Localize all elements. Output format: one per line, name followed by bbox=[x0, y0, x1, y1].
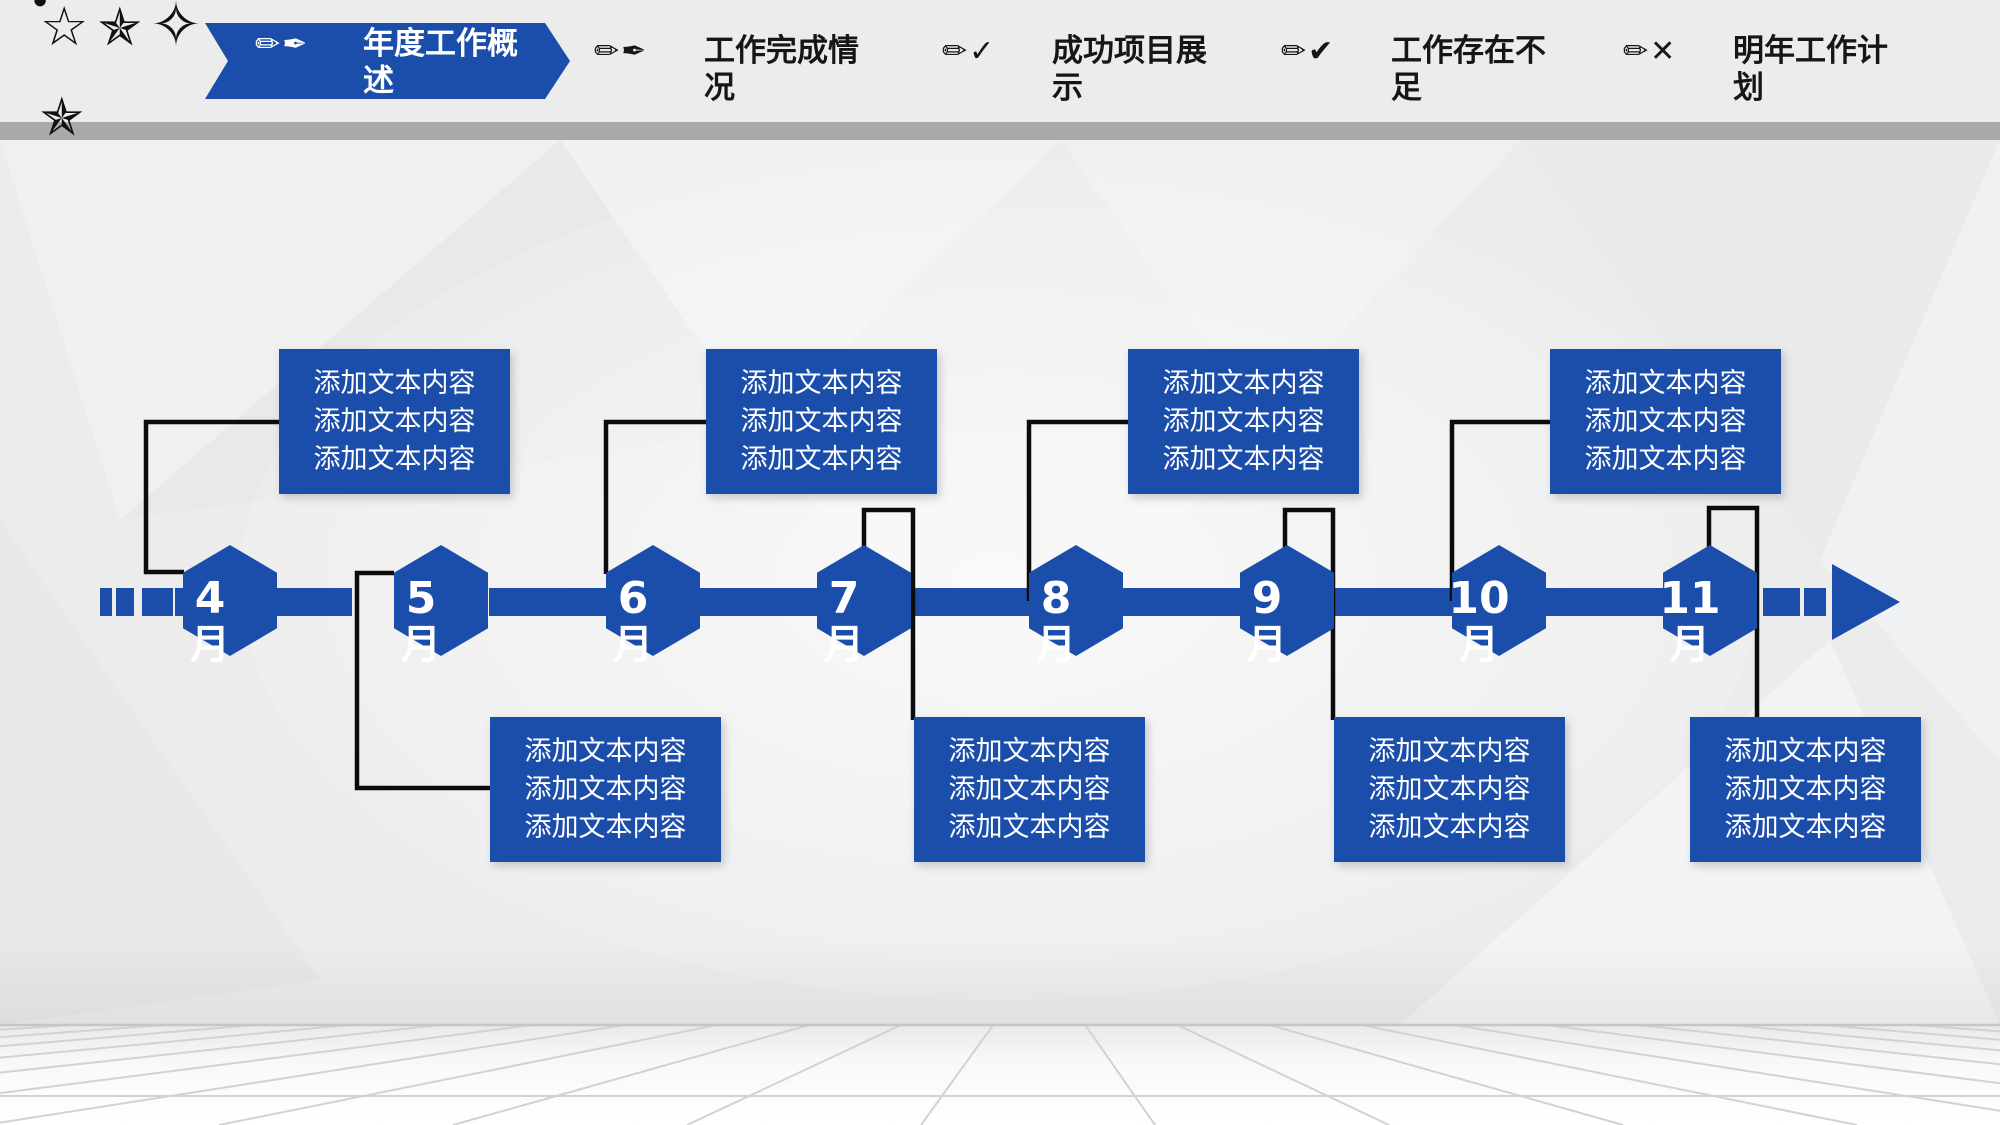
tab-work-completion[interactable]: ✏✒ 工作完成情况 bbox=[594, 33, 874, 106]
note-box: 添加文本内容添加文本内容添加文本内容 bbox=[706, 349, 937, 494]
month-unit: 月 bbox=[824, 622, 864, 668]
note-text: 添加文本内容 bbox=[948, 811, 1111, 843]
tab-project-showcase[interactable]: ✏✓ 成功项目展示 bbox=[942, 33, 1222, 106]
month-unit: 月 bbox=[401, 622, 441, 668]
note-text: 添加文本内容 bbox=[524, 811, 687, 843]
month-number: 4 bbox=[194, 573, 226, 624]
note-text: 添加文本内容 bbox=[524, 735, 687, 767]
timeline-dash bbox=[1763, 588, 1800, 616]
note-box: 添加文本内容添加文本内容添加文本内容 bbox=[279, 349, 510, 494]
nav-separator bbox=[0, 122, 2000, 140]
timeline-dash bbox=[1804, 588, 1826, 616]
month-hexagon bbox=[606, 545, 700, 656]
pencil-heavycheck-icon: ✏✔ bbox=[1281, 34, 1336, 69]
note-text: 添加文本内容 bbox=[313, 367, 476, 399]
month-label: 4 月 bbox=[158, 577, 262, 669]
note-box: 添加文本内容添加文本内容添加文本内容 bbox=[490, 717, 721, 862]
month-unit: 月 bbox=[613, 622, 653, 668]
note-text: 添加文本内容 bbox=[1162, 367, 1325, 399]
month-number: 10 bbox=[1448, 573, 1510, 624]
month-label: 7 月 bbox=[792, 577, 896, 669]
connector-line bbox=[1706, 505, 1760, 718]
month-label: 9 月 bbox=[1215, 577, 1319, 669]
tab-label: 明年工作计划 bbox=[1733, 33, 1888, 106]
note-text: 添加文本内容 bbox=[740, 443, 903, 475]
note-text: 添加文本内容 bbox=[1368, 773, 1531, 805]
month-unit: 月 bbox=[1247, 622, 1287, 668]
active-tab-banner[interactable] bbox=[205, 23, 570, 99]
month-unit: 月 bbox=[190, 622, 230, 668]
note-text: 添加文本内容 bbox=[1584, 443, 1747, 475]
tab-label: 工作存在不足 bbox=[1391, 33, 1546, 106]
month-number: 9 bbox=[1251, 573, 1283, 624]
note-box: 添加文本内容添加文本内容添加文本内容 bbox=[1690, 717, 1921, 862]
connector-line bbox=[603, 419, 706, 574]
month-number: 8 bbox=[1040, 573, 1072, 624]
note-text: 添加文本内容 bbox=[1724, 735, 1887, 767]
month-label: 8 月 bbox=[1004, 577, 1108, 669]
note-text: 添加文本内容 bbox=[1584, 367, 1747, 399]
connector-line bbox=[1026, 419, 1128, 601]
note-text: 添加文本内容 bbox=[1162, 405, 1325, 437]
month-unit: 月 bbox=[1036, 622, 1076, 668]
star-dot-glyph: ● bbox=[33, 0, 46, 8]
timeline-dash bbox=[116, 588, 134, 616]
tab-label: 工作完成情况 bbox=[704, 33, 859, 106]
month-number: 7 bbox=[828, 573, 860, 624]
note-text: 添加文本内容 bbox=[740, 405, 903, 437]
star-icon: ✯ bbox=[98, 0, 142, 58]
note-box: 添加文本内容添加文本内容添加文本内容 bbox=[1128, 349, 1359, 494]
pencil-check-icon: ✏✓ bbox=[942, 34, 997, 69]
timeline-dash bbox=[142, 588, 173, 616]
note-text: 添加文本内容 bbox=[740, 367, 903, 399]
note-text: 添加文本内容 bbox=[1724, 773, 1887, 805]
connector-line bbox=[1449, 419, 1550, 601]
note-text: 添加文本内容 bbox=[1368, 811, 1531, 843]
month-label: 5 月 bbox=[369, 577, 473, 669]
star-icon: ✯ bbox=[40, 88, 84, 148]
timeline-dash bbox=[100, 588, 112, 616]
month-number: 11 bbox=[1659, 573, 1721, 624]
tab-next-year-plan[interactable]: ✏✕ 明年工作计划 bbox=[1623, 33, 1903, 106]
connector-line bbox=[143, 419, 279, 575]
connector-line bbox=[354, 570, 490, 791]
month-number: 5 bbox=[405, 573, 437, 624]
month-label: 11 月 bbox=[1638, 577, 1742, 669]
note-text: 添加文本内容 bbox=[1162, 443, 1325, 475]
month-label: 6 月 bbox=[581, 577, 685, 669]
note-text: 添加文本内容 bbox=[1584, 405, 1747, 437]
timeline-arrow-icon bbox=[1832, 564, 1900, 640]
sparkle-icon: ✧ bbox=[150, 0, 202, 61]
note-box: 添加文本内容添加文本内容添加文本内容 bbox=[1334, 717, 1565, 862]
note-box: 添加文本内容添加文本内容添加文本内容 bbox=[1550, 349, 1781, 494]
connector-line bbox=[861, 507, 916, 720]
note-text: 添加文本内容 bbox=[948, 773, 1111, 805]
month-unit: 月 bbox=[1670, 622, 1710, 668]
tab-annual-overview[interactable]: ✏✒ 年度工作概述 bbox=[255, 26, 527, 99]
note-text: 添加文本内容 bbox=[948, 735, 1111, 767]
pencil-cross-icon: ✏✕ bbox=[1623, 34, 1678, 69]
note-box: 添加文本内容添加文本内容添加文本内容 bbox=[914, 717, 1145, 862]
note-text: 添加文本内容 bbox=[313, 443, 476, 475]
tab-label: 年度工作概述 bbox=[363, 26, 518, 99]
note-text: 添加文本内容 bbox=[313, 405, 476, 437]
pencil-pen-icon: ✏✒ bbox=[594, 34, 649, 69]
tab-label: 成功项目展示 bbox=[1052, 33, 1207, 106]
note-text: 添加文本内容 bbox=[524, 773, 687, 805]
month-unit: 月 bbox=[1459, 622, 1499, 668]
tab-shortcomings[interactable]: ✏✔ 工作存在不足 bbox=[1281, 33, 1561, 106]
month-hexagon bbox=[817, 545, 911, 656]
pencil-pen-icon: ✏✒ bbox=[255, 27, 310, 62]
note-text: 添加文本内容 bbox=[1724, 811, 1887, 843]
star-outline-glyph: ☆ bbox=[40, 0, 89, 58]
note-text: 添加文本内容 bbox=[1368, 735, 1531, 767]
month-number: 6 bbox=[617, 573, 649, 624]
month-label: 10 月 bbox=[1427, 577, 1531, 669]
